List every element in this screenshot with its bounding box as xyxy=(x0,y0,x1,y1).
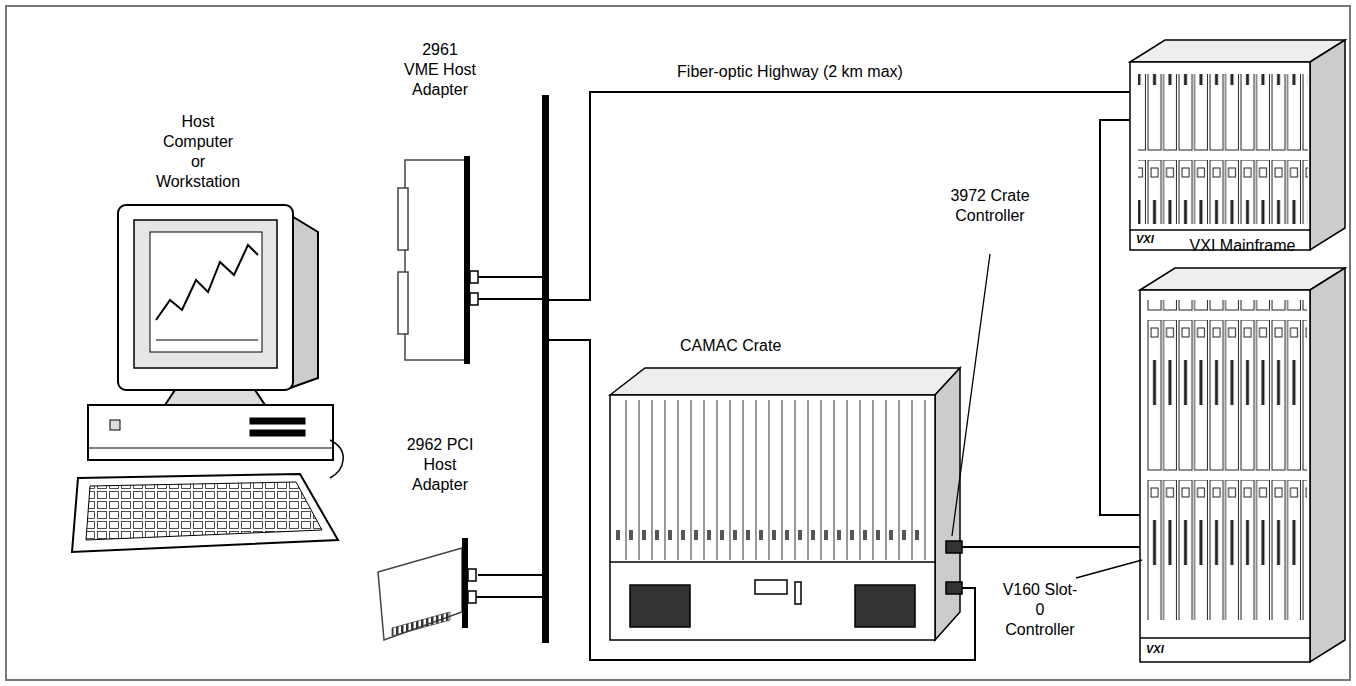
component-node: Host Computer or Workstation xyxy=(150,112,246,202)
component-label: VXI Mainframe xyxy=(1140,236,1345,256)
logo-text: VXI xyxy=(1146,643,1186,655)
vme-card xyxy=(398,156,478,364)
component-label: CAMAC Crate xyxy=(680,336,962,356)
component-label: Host Computer or Workstation xyxy=(155,112,241,192)
cable xyxy=(478,340,975,660)
component-label: 2962 PCI Host Adapter xyxy=(403,435,477,495)
component-label: 2961 VME Host Adapter xyxy=(403,40,477,100)
callout-label: 3972 Crate Controller xyxy=(950,186,1030,226)
component-node: CAMAC Crate xyxy=(600,336,962,642)
cable xyxy=(962,546,1140,548)
computer-illustration xyxy=(72,205,343,552)
leader-line xyxy=(952,254,1142,578)
frame xyxy=(6,6,1350,680)
component-node: 2962 PCI Host Adapter xyxy=(402,435,478,645)
pci-card xyxy=(378,538,476,640)
vxi-mainframe xyxy=(1140,268,1345,662)
camac-crate xyxy=(610,368,962,640)
vxi-mainframe xyxy=(1130,40,1345,250)
cable xyxy=(476,92,1140,597)
component-node: VXI Mainframe xyxy=(1140,236,1345,666)
component-node: 2961 VME Host Adapter xyxy=(402,40,478,362)
logo-text: VXI xyxy=(1136,233,1176,245)
callout-label: Fiber-optic Highway (2 km max) xyxy=(640,62,940,82)
callout-label: V160 Slot-0 Controller xyxy=(1000,580,1080,640)
cable xyxy=(478,277,975,660)
